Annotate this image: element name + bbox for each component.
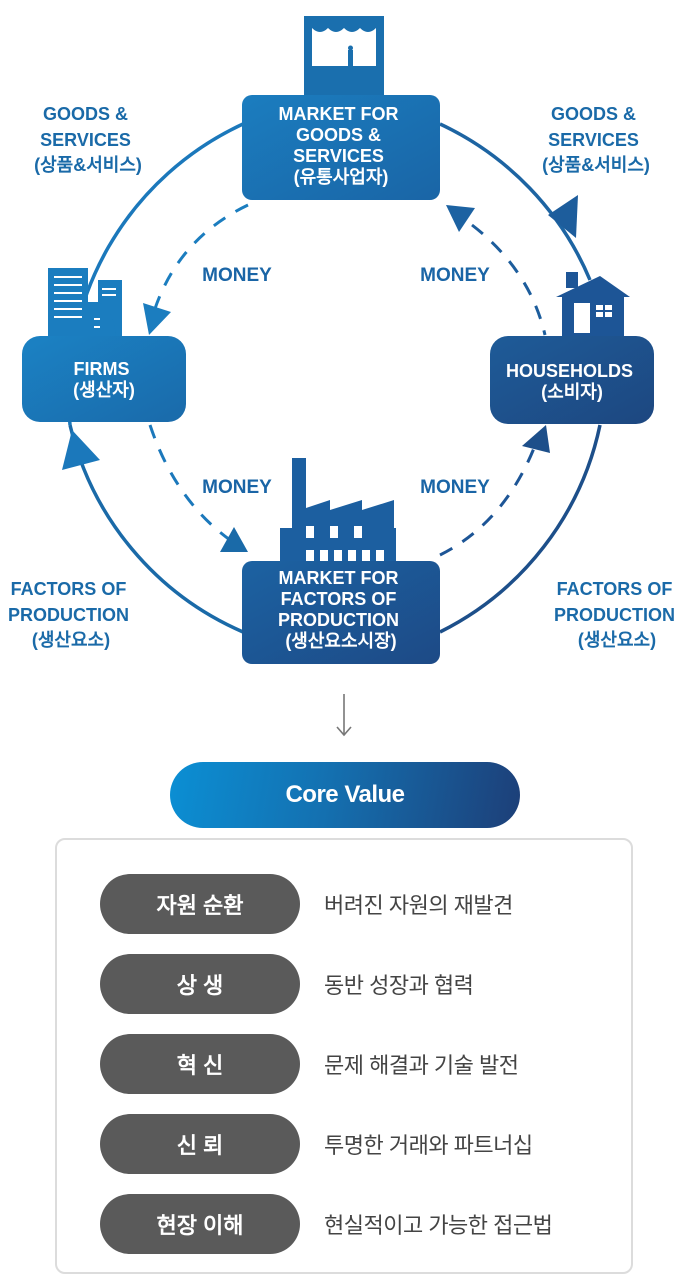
core-value-item: 자원 순환 버려진 자원의 재발견 bbox=[100, 874, 513, 934]
buildings-icon bbox=[48, 268, 122, 338]
market-goods-node bbox=[242, 95, 440, 200]
money-arrow-to-market-goods-icon bbox=[446, 205, 475, 232]
market-factors-label-3: PRODUCTION bbox=[278, 610, 399, 630]
firms-node bbox=[22, 336, 186, 422]
factors-production-label-left: FACTORS OF PRODUCTION (생산요소) bbox=[8, 579, 134, 650]
house-icon bbox=[556, 272, 630, 340]
market-factors-label-1: MARKET FOR bbox=[278, 568, 398, 588]
market-goods-label-4: (유통사업자) bbox=[294, 167, 389, 187]
core-value-heading: Core Value bbox=[170, 762, 520, 828]
households-label-1: HOUSEHOLDS bbox=[506, 361, 633, 381]
core-value-desc: 문제 해결과 기술 발전 bbox=[324, 1053, 519, 1078]
goods-services-label-left: GOODS & SERVICES (상품&서비스) bbox=[34, 104, 142, 175]
market-factors-label-4: (생산요소시장) bbox=[285, 631, 396, 651]
core-value-label: 자원 순환 bbox=[100, 874, 300, 934]
market-goods-label-3: SERVICES bbox=[293, 146, 384, 166]
money-arrow-to-firms-icon bbox=[143, 303, 171, 335]
core-value-label: 신 뢰 bbox=[100, 1114, 300, 1174]
money-label-bottom-left: MONEY bbox=[202, 477, 272, 498]
market-factors-label-2: FACTORS OF bbox=[281, 589, 397, 609]
core-value-label: 혁 신 bbox=[100, 1034, 300, 1094]
money-arrow-to-market-factors-icon bbox=[220, 527, 248, 552]
core-value-label: 현장 이해 bbox=[100, 1194, 300, 1254]
money-arrow-to-households-icon bbox=[522, 425, 550, 453]
core-value-item: 혁 신 문제 해결과 기술 발전 bbox=[100, 1034, 519, 1094]
core-value-desc: 현실적이고 가능한 접근법 bbox=[324, 1213, 553, 1238]
households-node bbox=[490, 336, 654, 424]
core-value-item: 신 뢰 투명한 거래와 파트너십 bbox=[100, 1114, 533, 1174]
core-value-item: 상 생 동반 성장과 협력 bbox=[100, 954, 474, 1014]
households-label-2: (소비자) bbox=[541, 382, 603, 402]
core-value-desc: 동반 성장과 협력 bbox=[324, 973, 474, 998]
down-arrow-icon bbox=[336, 694, 352, 737]
factory-icon bbox=[280, 458, 396, 562]
money-label-bottom-right: MONEY bbox=[420, 477, 490, 498]
goods-services-label-right: GOODS & SERVICES (상품&서비스) bbox=[542, 104, 650, 175]
core-value-item: 현장 이해 현실적이고 가능한 접근법 bbox=[100, 1194, 553, 1254]
market-goods-label-1: MARKET FOR bbox=[278, 104, 398, 124]
core-value-desc: 투명한 거래와 파트너십 bbox=[324, 1133, 533, 1158]
svg-text:MARKET FOR FACTORS OF: MARKET FOR FACTORS OF PRODUCTION (생산요소시장… bbox=[278, 568, 404, 651]
firms-label-1: FIRMS bbox=[73, 359, 129, 379]
market-factors-node bbox=[242, 561, 440, 664]
market-goods-label-2: GOODS & bbox=[296, 125, 381, 145]
money-label-top-left: MONEY bbox=[202, 265, 272, 286]
market-stall-icon bbox=[304, 16, 384, 100]
svg-text:MARKET FOR GOODS & SER: MARKET FOR GOODS & SERVICES (유통사업자) bbox=[278, 104, 403, 187]
firms-label-2: (생산자) bbox=[73, 380, 135, 400]
money-flow-circle bbox=[148, 203, 547, 557]
factors-production-label-right: FACTORS OF PRODUCTION (생산요소) bbox=[554, 579, 680, 650]
core-values-panel: 자원 순환 버려진 자원의 재발견 상 생 동반 성장과 협력 혁 신 문제 해… bbox=[55, 838, 633, 1274]
arrow-to-firms-icon bbox=[62, 430, 100, 470]
svg-text:HOUSEHOLDS (소비자): HOUSEHOLDS (소비자) bbox=[506, 361, 638, 402]
circular-flow-diagram: MARKET FOR GOODS & SERVICES (유통사업자) FIRM… bbox=[8, 16, 680, 664]
money-label-top-right: MONEY bbox=[420, 265, 490, 286]
core-value-label: 상 생 bbox=[100, 954, 300, 1014]
arrow-to-households-icon bbox=[548, 195, 578, 238]
svg-text:FIRMS (생산자): FIRMS (생산자) bbox=[73, 359, 135, 400]
core-value-desc: 버려진 자원의 재발견 bbox=[324, 893, 513, 918]
